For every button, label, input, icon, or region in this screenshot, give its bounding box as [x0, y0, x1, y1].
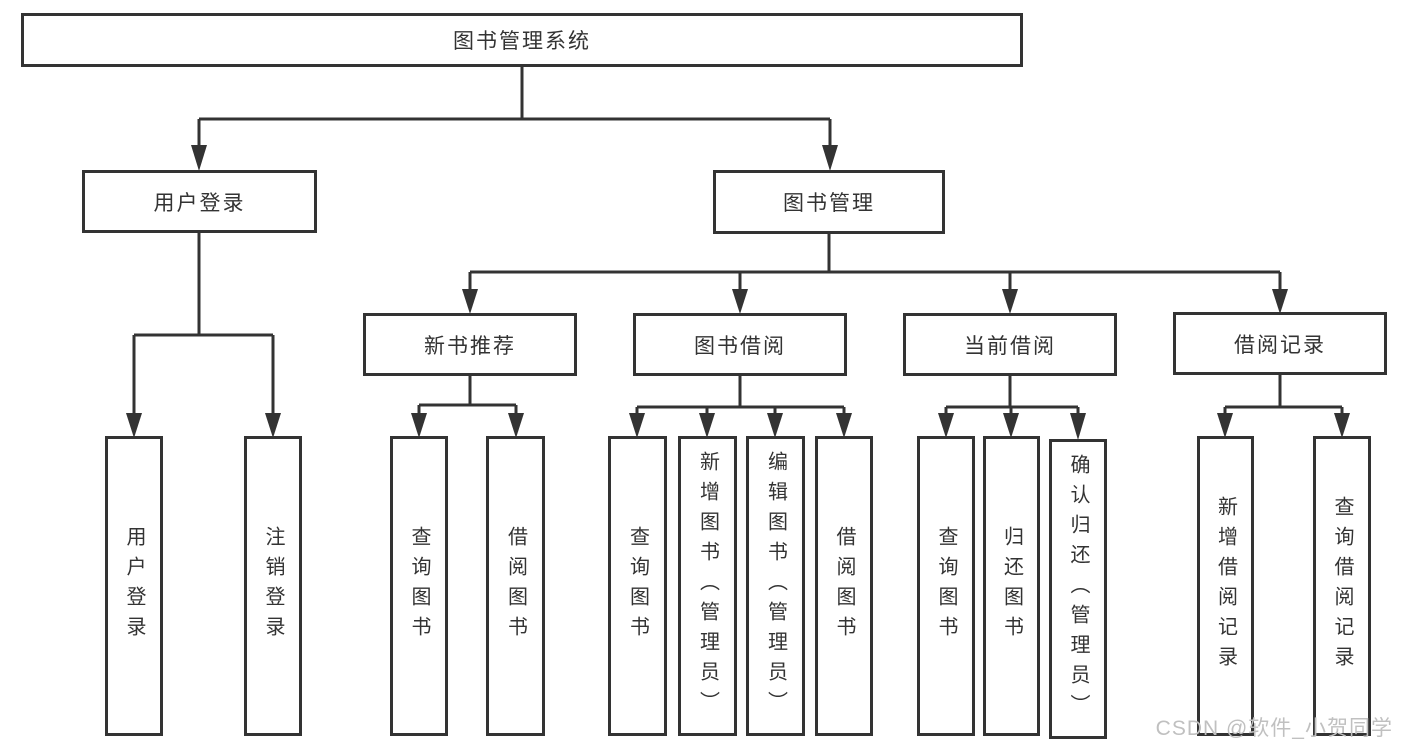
node-label: 借阅图书	[833, 526, 855, 646]
node-label: 图书管理系统	[453, 30, 591, 53]
leaf-user-login: 用户登录	[105, 436, 163, 736]
node-book-management: 图书管理	[713, 170, 945, 234]
node-label: 当前借阅	[964, 334, 1056, 358]
node-label: 用户登录	[123, 526, 145, 646]
node-label: 注销登录	[262, 526, 284, 646]
csdn-watermark: CSDN @软件_小贺同学	[1155, 717, 1393, 740]
leaf-logout: 注销登录	[244, 436, 302, 736]
leaf-return-books: 归还图书	[983, 436, 1040, 736]
node-current-borrowing: 当前借阅	[903, 313, 1117, 376]
node-label: 查询图书	[408, 526, 430, 646]
leaf-add-borrow-record: 新增借阅记录	[1197, 436, 1254, 736]
leaf-query-books-recommend: 查询图书	[390, 436, 448, 736]
node-borrowing-records: 借阅记录	[1173, 312, 1387, 375]
node-label: 查询图书	[626, 526, 649, 646]
node-new-book-recommend: 新书推荐	[363, 313, 577, 376]
leaf-query-borrow-record: 查询借阅记录	[1313, 436, 1371, 736]
node-label: 借阅记录	[1234, 333, 1326, 357]
node-label: 新增借阅记录	[1214, 496, 1237, 676]
node-label: 图书管理	[783, 192, 875, 215]
node-label: 新书推荐	[424, 334, 516, 358]
leaf-borrow-books: 借阅图书	[815, 436, 873, 736]
node-library-management-system: 图书管理系统	[21, 13, 1023, 67]
node-label: 归还图书	[1000, 526, 1023, 646]
leaf-query-books-current: 查询图书	[917, 436, 975, 736]
node-user-login: 用户登录	[82, 170, 317, 233]
leaf-confirm-return-admin: 确认归还（管理员）	[1049, 439, 1107, 739]
leaf-edit-book-admin: 编辑图书（管理员）	[746, 436, 805, 736]
node-label: 查询图书	[935, 526, 957, 646]
leaf-add-book-admin: 新增图书（管理员）	[678, 436, 737, 736]
leaf-query-books-borrow: 查询图书	[608, 436, 667, 736]
node-label: 编辑图书（管理员）	[764, 451, 787, 721]
leaf-borrow-books-recommend: 借阅图书	[486, 436, 545, 736]
node-label: 图书借阅	[694, 334, 786, 358]
node-label: 查询借阅记录	[1331, 496, 1353, 676]
node-label: 确认归还（管理员）	[1067, 454, 1089, 724]
node-label: 借阅图书	[504, 526, 527, 646]
node-label: 用户登录	[153, 191, 246, 215]
node-label: 新增图书（管理员）	[696, 451, 719, 721]
node-book-borrowing: 图书借阅	[633, 313, 847, 376]
